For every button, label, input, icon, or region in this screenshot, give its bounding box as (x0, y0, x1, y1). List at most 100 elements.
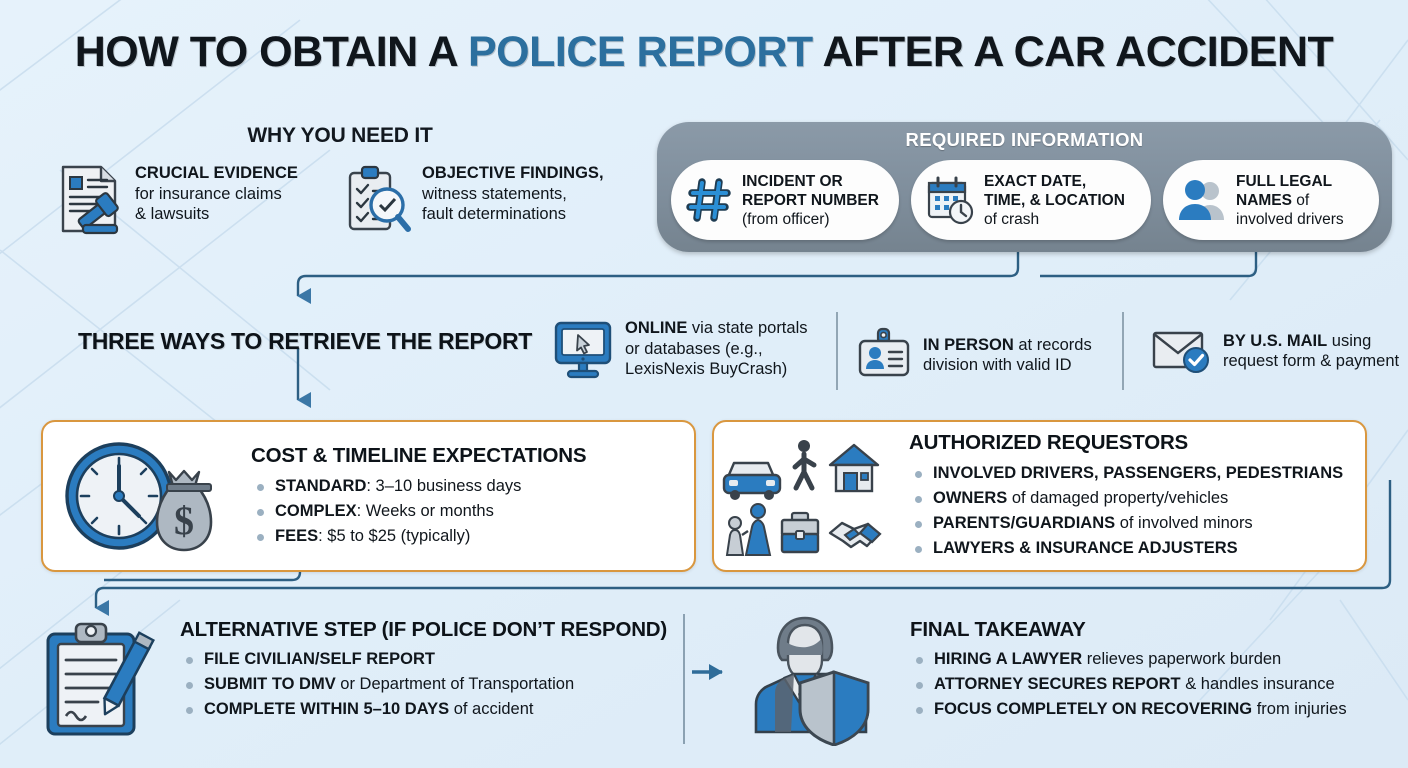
bullet-rest: : $5 to $25 (typically) (318, 526, 471, 545)
required-item-bold1: EXACT DATE, (984, 172, 1087, 190)
bullet-bold: HIRING A LAWYER (934, 650, 1083, 668)
required-item-date-time-location: EXACT DATE, TIME, & LOCATION of crash (911, 160, 1151, 240)
authorized-requestors-body: AUTHORIZED REQUESTORS INVOLVED DRIVERS, … (905, 431, 1343, 561)
list-item: PARENTS/GUARDIANS of involved minors (909, 511, 1343, 536)
clipboard-magnifier-icon (348, 165, 411, 232)
title-part2: AFTER A CAR ACCIDENT (812, 28, 1334, 76)
list-item: ATTORNEY SECURES REPORT & handles insura… (910, 672, 1347, 697)
final-takeaway-body: FINAL TAKEAWAY HIRING A LAWYER relieves … (906, 618, 1347, 722)
required-item-incident-number: INCIDENT OR REPORT NUMBER (from officer) (671, 160, 899, 240)
cost-timeline-title: COST & TIMELINE EXPECTATIONS (251, 443, 587, 467)
svg-text:$: $ (174, 498, 194, 543)
list-item: LAWYERS & INSURANCE ADJUSTERS (909, 536, 1343, 561)
cost-timeline-card: $ COST & TIMELINE EXPECTATIONS STANDARD:… (41, 420, 696, 572)
bullet-bold: COMPLETE WITHIN 5–10 DAYS (204, 700, 450, 718)
authorized-requestors-title: AUTHORIZED REQUESTORS (909, 431, 1189, 454)
bullet-rest: from injuries (1252, 700, 1347, 718)
way-text: ONLINE via state portals or databases (e… (625, 318, 807, 380)
list-item: COMPLETE WITHIN 5–10 DAYS of accident (180, 697, 667, 722)
hashtag-icon (686, 178, 731, 222)
final-takeaway-bullets: HIRING A LAWYER relieves paperwork burde… (910, 647, 1347, 722)
required-information-heading: REQUIRED INFORMATION (905, 129, 1144, 150)
list-item: HIRING A LAWYER relieves paperwork burde… (910, 647, 1347, 672)
why-item-line3: fault determinations (422, 205, 566, 223)
way-line2: request form & payment (1223, 352, 1400, 370)
id-badge-icon (858, 327, 910, 377)
alternative-step-title: ALTERNATIVE STEP (IF POLICE DON’T RESPON… (180, 618, 668, 641)
bullet-bold: FEES (275, 526, 319, 545)
list-item: FOCUS COMPLETELY ON RECOVERING from inju… (910, 697, 1347, 722)
envelope-check-icon (1152, 331, 1209, 373)
required-item-normal: (from officer) (742, 210, 830, 228)
list-item: STANDARD: 3–10 business days (251, 474, 586, 499)
clock-moneybag-icon: $ (65, 442, 213, 552)
alternative-step-body: ALTERNATIVE STEP (IF POLICE DON’T RESPON… (176, 618, 667, 722)
list-item: SUBMIT TO DMV or Department of Transport… (180, 672, 667, 697)
way-rest: via state portals (687, 319, 808, 337)
bullet-bold: STANDARD (275, 476, 367, 495)
way-rest: using (1327, 331, 1372, 350)
way-by-mail: BY U.S. MAIL using request form & paymen… (1152, 327, 1399, 375)
way-rest: at records (1013, 335, 1092, 354)
why-item-text: CRUCIAL EVIDENCE for insurance claims & … (135, 163, 298, 225)
required-item-normal: of crash (984, 210, 1040, 228)
bullet-rest: relieves paperwork burden (1082, 650, 1282, 668)
way-in-person: IN PERSON at records division with valid… (856, 327, 1092, 383)
required-item-bold2: REPORT NUMBER (742, 191, 879, 209)
cost-timeline-bullets: STANDARD: 3–10 business days COMPLEX: We… (251, 474, 586, 549)
bullet-bold: ATTORNEY SECURES REPORT (934, 675, 1181, 693)
bullet-bold: PARENTS/GUARDIANS (933, 514, 1116, 532)
way-line3: LexisNexis BuyCrash) (625, 360, 788, 378)
bullet-bold: LAWYERS & INSURANCE ADJUSTERS (933, 539, 1238, 557)
list-item: FILE CIVILIAN/SELF REPORT (180, 647, 667, 672)
required-item-text: FULL LEGAL NAMES of involved drivers (1236, 172, 1344, 229)
bullet-bold: SUBMIT TO DMV (204, 675, 336, 693)
authorized-requestors-card: AUTHORIZED REQUESTORS INVOLVED DRIVERS, … (712, 420, 1367, 572)
bullet-rest: or Department of Transportation (335, 675, 575, 693)
required-item-normal: involved drivers (1236, 210, 1344, 228)
cost-timeline-body: COST & TIMELINE EXPECTATIONS STANDARD: 3… (247, 443, 587, 549)
required-item-text: INCIDENT OR REPORT NUMBER (from officer) (742, 172, 879, 229)
way-text: BY U.S. MAIL using request form & paymen… (1223, 331, 1399, 372)
list-item: FEES: $5 to $25 (typically) (251, 524, 586, 549)
calendar-clock-icon (927, 176, 974, 225)
way-bold: ONLINE (625, 319, 688, 337)
way-line2: division with valid ID (923, 356, 1072, 374)
monitor-cursor-icon (554, 321, 612, 378)
why-you-need-it-heading: WHY YOU NEED IT (247, 124, 433, 147)
way-bold: BY U.S. MAIL (1223, 331, 1328, 350)
list-item: COMPLEX: Weeks or months (251, 499, 586, 524)
final-takeaway-section: FINAL TAKEAWAY HIRING A LAWYER relieves … (750, 612, 1347, 746)
bullet-rest: : Weeks or months (356, 501, 494, 520)
bullet-rest: of involved minors (1115, 514, 1253, 532)
list-item: OWNERS of damaged property/vehicles (909, 486, 1343, 511)
bullet-bold: FOCUS COMPLETELY ON RECOVERING (934, 700, 1253, 718)
final-takeaway-title: FINAL TAKEAWAY (910, 618, 1086, 641)
clipboard-pencil-icon (46, 622, 155, 736)
bullet-bold: COMPLEX (275, 501, 357, 520)
title-part1: HOW TO OBTAIN A (74, 28, 468, 76)
way-text: IN PERSON at records division with valid… (923, 335, 1092, 376)
why-item-objective-findings: OBJECTIVE FINDINGS, witness statements, … (340, 163, 604, 235)
required-item-full-legal-names: FULL LEGAL NAMES of involved drivers (1163, 160, 1379, 240)
page-title: HOW TO OBTAIN A POLICE REPORT AFTER A CA… (0, 28, 1408, 77)
three-ways-heading: THREE WAYS TO RETRIEVE THE REPORT (78, 328, 533, 354)
why-item-text: OBJECTIVE FINDINGS, witness statements, … (422, 163, 604, 225)
ways-divider-2 (1122, 312, 1124, 390)
required-item-bold1: FULL LEGAL (1236, 172, 1333, 190)
why-item-line3: & lawsuits (135, 205, 210, 223)
ways-divider-1 (836, 312, 838, 390)
why-item-bold: CRUCIAL EVIDENCE (135, 164, 298, 182)
bullet-rest: & handles insurance (1180, 675, 1335, 693)
people-group-icon (722, 440, 882, 556)
why-item-bold: OBJECTIVE FINDINGS, (422, 164, 604, 182)
why-item-crucial-evidence: CRUCIAL EVIDENCE for insurance claims & … (55, 163, 298, 235)
people-icon (1179, 180, 1224, 220)
required-item-text: EXACT DATE, TIME, & LOCATION of crash (984, 172, 1125, 229)
lawyer-shield-icon (754, 616, 870, 746)
bullet-rest: of accident (449, 700, 534, 718)
title-highlight: POLICE REPORT (468, 28, 813, 76)
required-item-bold1: INCIDENT OR (742, 172, 843, 190)
why-item-line2: witness statements, (422, 184, 567, 203)
